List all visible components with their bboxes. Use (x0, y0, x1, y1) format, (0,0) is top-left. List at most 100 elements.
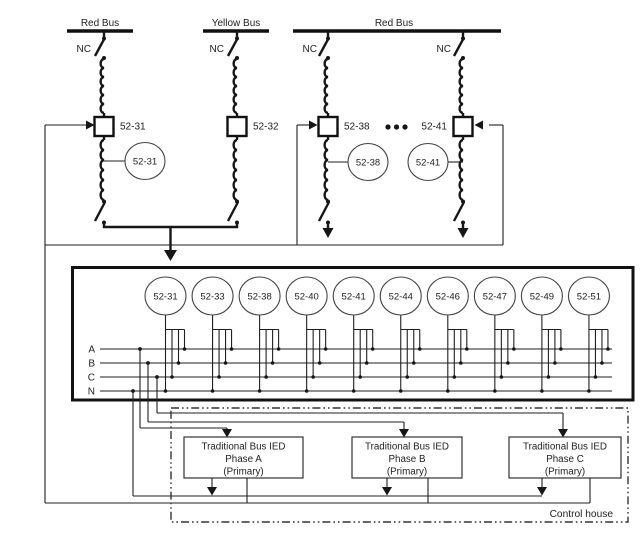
nc-label: NC (437, 44, 451, 55)
ied-a-line2: Phase A (225, 454, 262, 465)
junction-dot (553, 361, 557, 365)
feeder-52-32: NC 52-32 (210, 31, 279, 228)
junction-dot (417, 347, 422, 351)
ct-circle-52-38 (347, 142, 389, 182)
junction-dot (317, 361, 322, 365)
input-arrow-phase-c (558, 429, 568, 438)
ct-coil (323, 138, 329, 202)
ct-circle-label: 52-38 (356, 158, 380, 169)
ied-b-line2: Phase B (388, 454, 426, 465)
junction-dot (358, 375, 363, 379)
feeder-52-41: NC 52-41 52-41 (407, 31, 474, 238)
feeder-52-31: NC 52-31 52-31 (77, 31, 166, 228)
ct-coil (232, 138, 238, 202)
junction-dot (223, 361, 228, 365)
ct-circle-label: 52-41 (416, 158, 440, 169)
ied-b-output-arrow (382, 487, 392, 496)
lv-ct-circle-label: 52-38 (247, 292, 271, 303)
ct-coil (458, 138, 464, 202)
breaker-label: 52-31 (120, 122, 146, 133)
ct-circle-label: 52-31 (133, 157, 157, 168)
junction-dot (452, 375, 457, 379)
lv-ct-circle (426, 276, 469, 316)
junction-dot (351, 389, 356, 393)
lv-ct-circle-label: 52-51 (577, 292, 601, 303)
down-arrow (164, 250, 177, 261)
lv-ct-circle-label: 52-40 (294, 292, 318, 303)
feeder-continues-arrow (457, 228, 469, 238)
ct-circle-52-31 (124, 141, 166, 181)
junction-dot (276, 347, 281, 351)
junction-dot (364, 361, 369, 365)
junction-dot (405, 375, 410, 379)
ied-input-wiring (133, 412, 568, 497)
junction-dot (217, 375, 221, 379)
junction-dot (182, 347, 187, 351)
junction-dot (170, 375, 174, 379)
junction-dot (499, 375, 504, 379)
ied-c-line2: Phase C (546, 454, 584, 465)
junction-dot (323, 347, 328, 351)
phase-n-label: N (88, 387, 95, 398)
trip-feedback-wiring (44, 120, 590, 504)
lv-ct-circle-label: 52-31 (153, 292, 177, 303)
junction-dot (210, 389, 215, 393)
junction-dot (411, 361, 416, 365)
ct-coil (99, 57, 105, 115)
lv-ct-circle (567, 276, 611, 316)
lv-ct-circle-label: 52-47 (483, 292, 507, 303)
junction-dot (229, 347, 234, 351)
junction-dot (506, 361, 510, 365)
phase-a-label: A (88, 345, 95, 356)
red-bus-left-label: Red Bus (81, 18, 119, 29)
junction-dot (559, 347, 563, 351)
breaker-box-52-31 (93, 115, 115, 138)
phase-b-label: B (88, 359, 95, 370)
input-arrow-phase-a (222, 429, 232, 438)
yellow-bus-label: Yellow Bus (212, 18, 261, 29)
junction-dot (465, 347, 469, 351)
disconnect-switch-blade (93, 201, 107, 222)
breaker-box-52-38 (317, 115, 339, 138)
junction-dot (593, 375, 598, 379)
lv-ct-circle-label: 52-49 (530, 292, 554, 303)
ied-box-phase-a (183, 436, 304, 479)
feeder-52-38: NC 52-38 52-38 (303, 31, 389, 238)
disconnect-switch-blade (317, 36, 331, 57)
bus-bars: Red Bus Yellow Bus Red Bus (67, 18, 501, 33)
ied-b-line1: Traditional Bus IED (365, 442, 449, 453)
lv-ct-circle (332, 276, 375, 316)
control-house-border (170, 407, 629, 523)
breaker-label: 52-41 (421, 122, 447, 133)
disconnect-switch-blade (452, 36, 466, 57)
lv-ct-circle-label: 52-41 (342, 292, 366, 303)
lv-ct-circle (238, 276, 281, 316)
junction-dot (546, 375, 551, 379)
disconnect-switch-blade (93, 36, 107, 57)
disconnect-switch-blade (317, 201, 331, 222)
lv-ct-circle-label: 52-33 (200, 292, 224, 303)
junction-dot (398, 389, 403, 393)
ct-coil (458, 57, 464, 115)
phase-c-label: C (88, 373, 95, 384)
lv-ct-circle (191, 276, 234, 316)
red-bus-right-label: Red Bus (375, 18, 413, 29)
input-arrow-phase-b (399, 429, 409, 438)
lv-ct-circle (144, 276, 187, 316)
ct-coil (232, 57, 238, 115)
ct-secondary-box-border (71, 266, 635, 402)
ct-coil (99, 138, 105, 202)
disconnect-switch-blade (452, 201, 466, 222)
feeder-continues-arrow (322, 228, 334, 238)
ellipsis-dots (385, 124, 408, 130)
lv-ct-circle (473, 276, 516, 316)
lv-ct-circle (285, 276, 328, 316)
feeder-junction (103, 225, 238, 261)
lv-ct-circle (379, 276, 422, 316)
nc-label: NC (210, 44, 224, 55)
junction-dot (446, 389, 450, 393)
ied-a-output-arrow (207, 487, 217, 496)
